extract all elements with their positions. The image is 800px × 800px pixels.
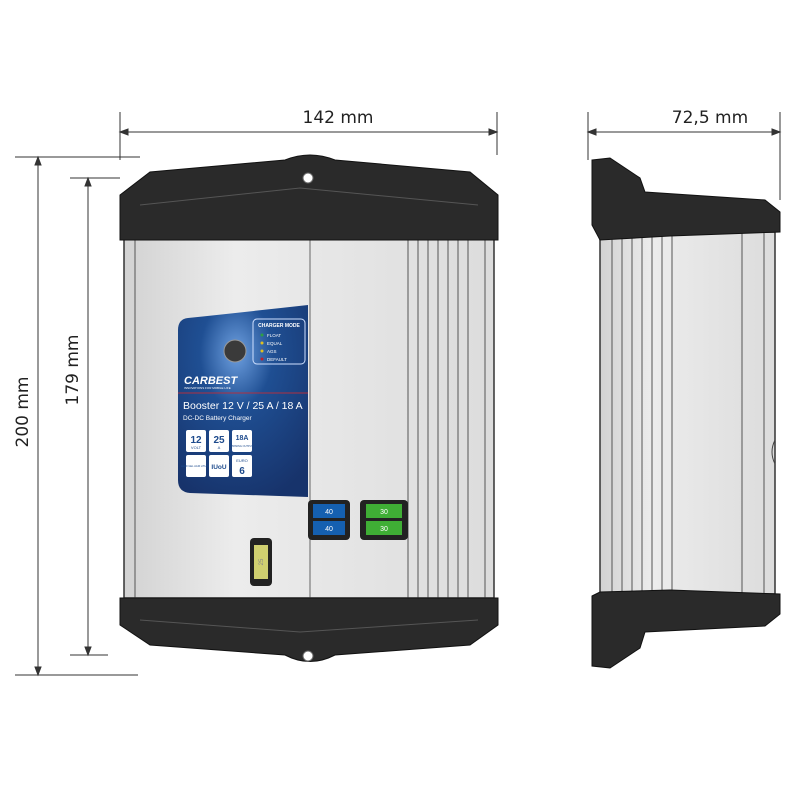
fuse-40a[interactable] [313,521,345,535]
float-led-icon [260,333,264,337]
depth-label: 72,5 mm [672,108,748,128]
side-bottom-cap [591,589,781,669]
equal-led-icon [260,341,264,345]
badge-priming: 18A [236,435,249,442]
badge-volt-unit: VOLT [191,445,202,450]
brand-tagline: INNOVATIONS FOR MOBILE LIFE [184,386,231,390]
fuse-30a[interactable] [366,521,402,535]
dimension-width [118,112,499,160]
mode-ags: AGS [267,349,277,354]
mode-equal: EQUAL [267,341,283,346]
fuse-block-green: 30 30 [360,500,408,540]
status-led-button[interactable] [223,339,247,363]
mode-title: CHARGER MODE [258,323,300,329]
fuse-25a[interactable] [254,545,268,579]
product-label: CHARGER MODE FLOAT EQUAL AGS DEFAULT CAR… [178,305,308,497]
fuse-label: 40 [325,509,333,516]
dimension-height-total [15,155,140,677]
default-led-icon [260,357,264,361]
height-body-label: 179 mm [63,335,83,406]
fuse-label: 25 [259,558,265,565]
fuse-label: 30 [380,526,388,533]
product-name: Booster 12 V / 25 A / 18 A [183,400,303,412]
fuse-yellow: 25 [250,538,272,586]
fuse-40a[interactable] [313,504,345,518]
fuse-block-blue: 40 40 [308,500,350,540]
fuse-30a[interactable] [366,504,402,518]
bottom-end-cap [119,597,499,662]
badge-priming-unit: PRIMING OUTPUT [231,444,254,448]
dimension-height-body [70,176,120,657]
dimension-depth [586,112,782,200]
side-view [591,157,781,669]
product-subtitle: DC-DC Battery Charger [183,415,252,422]
fuse-label: 30 [380,509,388,516]
width-label: 142 mm [303,108,374,128]
spec-badges: 12 VOLT 25 A 18A PRIMING OUTPUT LEAD GEL… [181,430,254,477]
badge-iuou: IUoU [211,464,226,471]
fuse-label: 40 [325,526,333,533]
badge-euro: 6 [239,466,245,477]
badge-amp: 25 [213,435,225,446]
top-end-cap [119,154,499,241]
badge-battery-types: LEAD GEL AGM LITHIUM [181,464,211,468]
badge-amp-unit: A [218,445,221,450]
badge-euro-label: EURO [236,458,248,463]
mode-default: DEFAULT [267,357,287,362]
brand-logo: CARBEST [184,375,238,387]
front-view: CHARGER MODE FLOAT EQUAL AGS DEFAULT CAR… [119,154,499,662]
height-total-label: 200 mm [13,377,33,448]
mount-hole-icon [302,172,314,184]
mode-float: FLOAT [267,333,281,338]
ags-led-icon [260,349,264,353]
mount-hole-icon [302,650,314,662]
badge-volt: 12 [190,435,202,446]
side-top-cap [591,157,781,241]
